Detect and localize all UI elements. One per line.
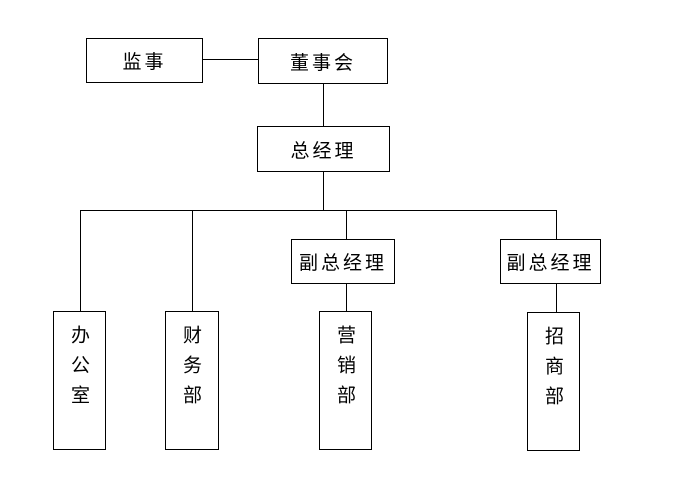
connector-board-gm [323, 84, 324, 126]
connector-branch-horizontal [80, 210, 557, 211]
connector-branch-deputy-gm-left [346, 210, 347, 239]
org-node-finance-dept: 财务部 [165, 311, 219, 450]
org-node-deputy-gm-right: 副总经理 [500, 239, 601, 284]
connector-deputy-gm-marketing [346, 284, 347, 311]
org-node-office: 办公室 [53, 311, 106, 450]
connector-deputy-gm-investment [556, 284, 557, 312]
org-node-investment-dept: 招商部 [527, 312, 580, 451]
org-node-general-manager: 总经理 [257, 126, 390, 172]
connector-branch-finance [192, 210, 193, 311]
connector-gm-branch [323, 172, 324, 210]
org-node-marketing-dept: 营销部 [319, 311, 372, 450]
connector-branch-deputy-gm-right [556, 210, 557, 239]
org-node-deputy-gm-left: 副总经理 [291, 239, 395, 284]
connector-supervisor-board [203, 59, 258, 60]
org-node-board-of-directors: 董事会 [258, 38, 388, 84]
org-node-supervisor: 监事 [86, 38, 203, 83]
connector-branch-office [80, 210, 81, 311]
